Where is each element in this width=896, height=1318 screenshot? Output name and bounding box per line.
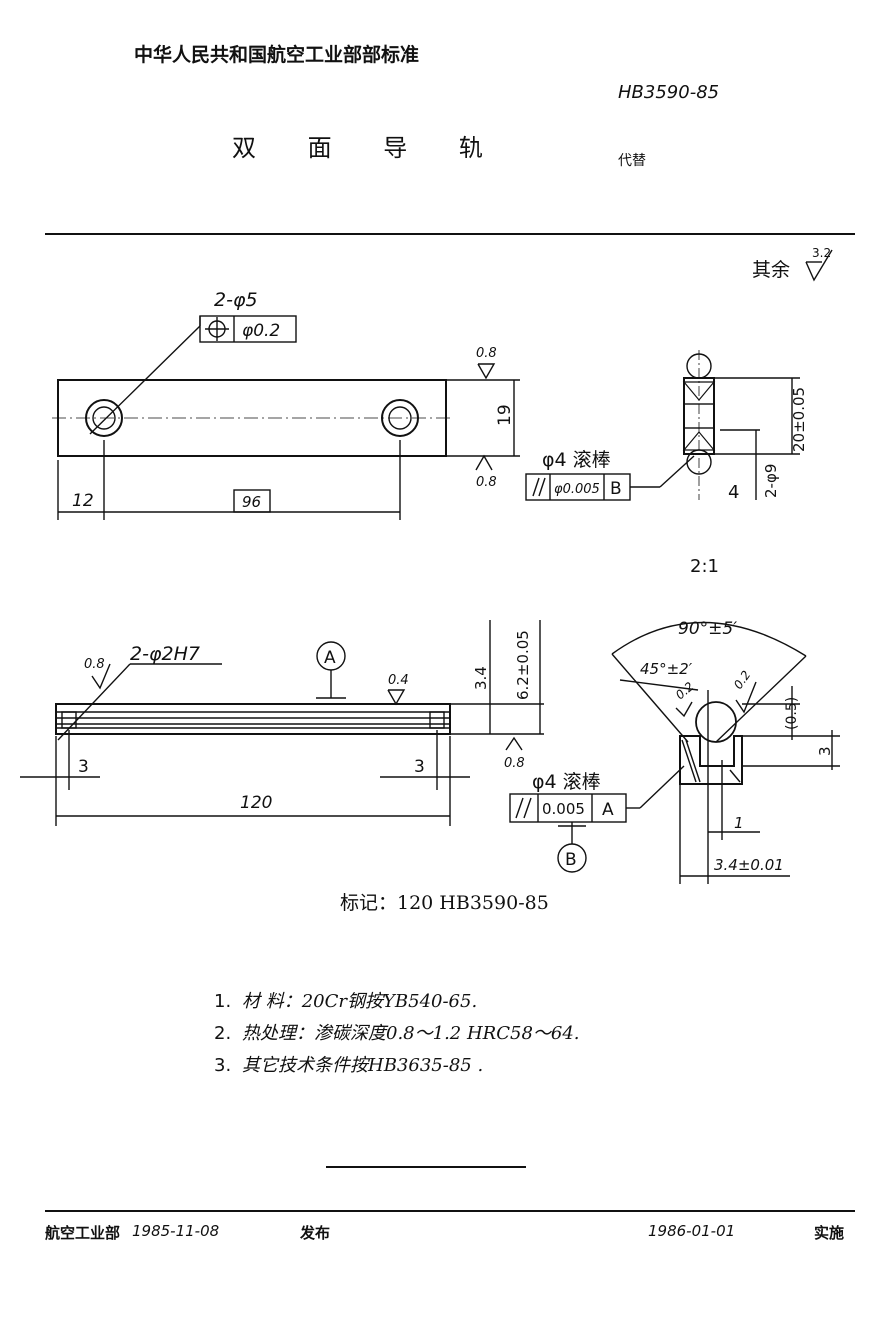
position-tol-frame [199,315,297,343]
front-dim-length: 120 [240,793,272,813]
dim-pitch-box [233,489,271,513]
top-dim-left: 12 [72,491,94,511]
front-dim-left: 3 [78,757,89,777]
header-rule [45,233,855,235]
front-roughness-left: 0.8 [84,657,105,672]
section-dim-width: 3.4±0.01 [714,856,784,874]
section-dim-3: 3 [816,746,834,756]
note-item: 3.其它技术条件按HB3635-85 . [214,1055,484,1076]
end-rod-label: φ4 滚棒 [542,449,611,471]
front-roughness-bottom: 0.8 [504,756,525,771]
top-dim-pitch: 96 [242,493,261,511]
front-view-body [55,703,451,735]
section-datum-b: B [565,850,577,870]
scale-label: 2:1 [690,556,719,577]
org-title: 中华人民共和国航空工业部部标准 [134,44,420,66]
top-position-tol: φ0.2 [242,321,280,341]
front-datum-a: A [324,648,336,668]
front-hole-callout: 2-φ2H7 [130,643,200,665]
doc-title: 双 面 导 轨 [232,134,505,162]
section-roughness-right: 0.2 [731,668,753,692]
end-dim-height: 20±0.05 [790,387,808,452]
note-item: 2.热处理：渗碳深度0.8～1.2 HRC58～64. [214,1023,580,1044]
footer-effective-date: 1986-01-01 [648,1222,736,1240]
front-dim-62: 6.2±0.05 [514,630,532,700]
footer-issuer: 航空工业部 [45,1224,121,1242]
hole-right [381,399,419,437]
end-rule [326,1166,526,1168]
roughness-top-symbol [477,363,496,380]
datum-b-circle [557,843,587,873]
replaces-label: 代替 [618,153,646,169]
roughness-default-symbol [805,249,833,282]
end-parallel-datum: B [610,479,622,499]
section-rod [695,701,737,743]
end-parallel-tol: φ0.005 [554,482,600,497]
section-parallel-datum: A [602,800,614,820]
roughness-default-label: 其余 [752,259,791,281]
footer-issued-label: 发布 [300,1224,331,1242]
doc-number: HB3590-85 [618,82,720,103]
top-roughness-bottom: 0.8 [476,475,497,490]
footer-issue-date: 1985-11-08 [132,1222,220,1240]
marking-label: 标记：120 HB3590-85 [340,892,549,914]
section-body [679,735,743,785]
section-angle-90: 90°±5′ [678,619,737,639]
roughness-bottom-symbol [475,454,493,471]
front-dim-right: 3 [414,757,425,777]
footer-rule [45,1210,855,1212]
front-dim-34: 3.4 [472,666,490,690]
notes-list: 1.材 料：20Cr钢按YB540-65. 2.热处理：渗碳深度0.8～1.2 … [214,986,580,1082]
section-angle-45: 45°±2′ [640,660,693,678]
section-parallel-tol: 0.005 [542,800,585,818]
note-item: 1.材 料：20Cr钢按YB540-65. [214,991,478,1012]
roughness-default-value: 3.2 [812,246,831,260]
footer-effective-label: 实施 [814,1224,845,1242]
top-dim-height: 19 [495,404,515,426]
section-roughness-left: 0.2 [673,679,697,702]
top-hole-callout: 2-φ5 [214,289,258,311]
hole-left [85,399,123,437]
front-roughness-top: 0.4 [388,673,409,688]
section-dim-05: (0.5) [784,697,800,730]
end-dim-holes: 2-φ9 [762,464,780,498]
section-rod-label: φ4 滚棒 [532,771,601,793]
end-dim-slot: 4 [728,482,739,503]
section-dim-1: 1 [734,814,744,832]
top-roughness-top: 0.8 [476,346,497,361]
